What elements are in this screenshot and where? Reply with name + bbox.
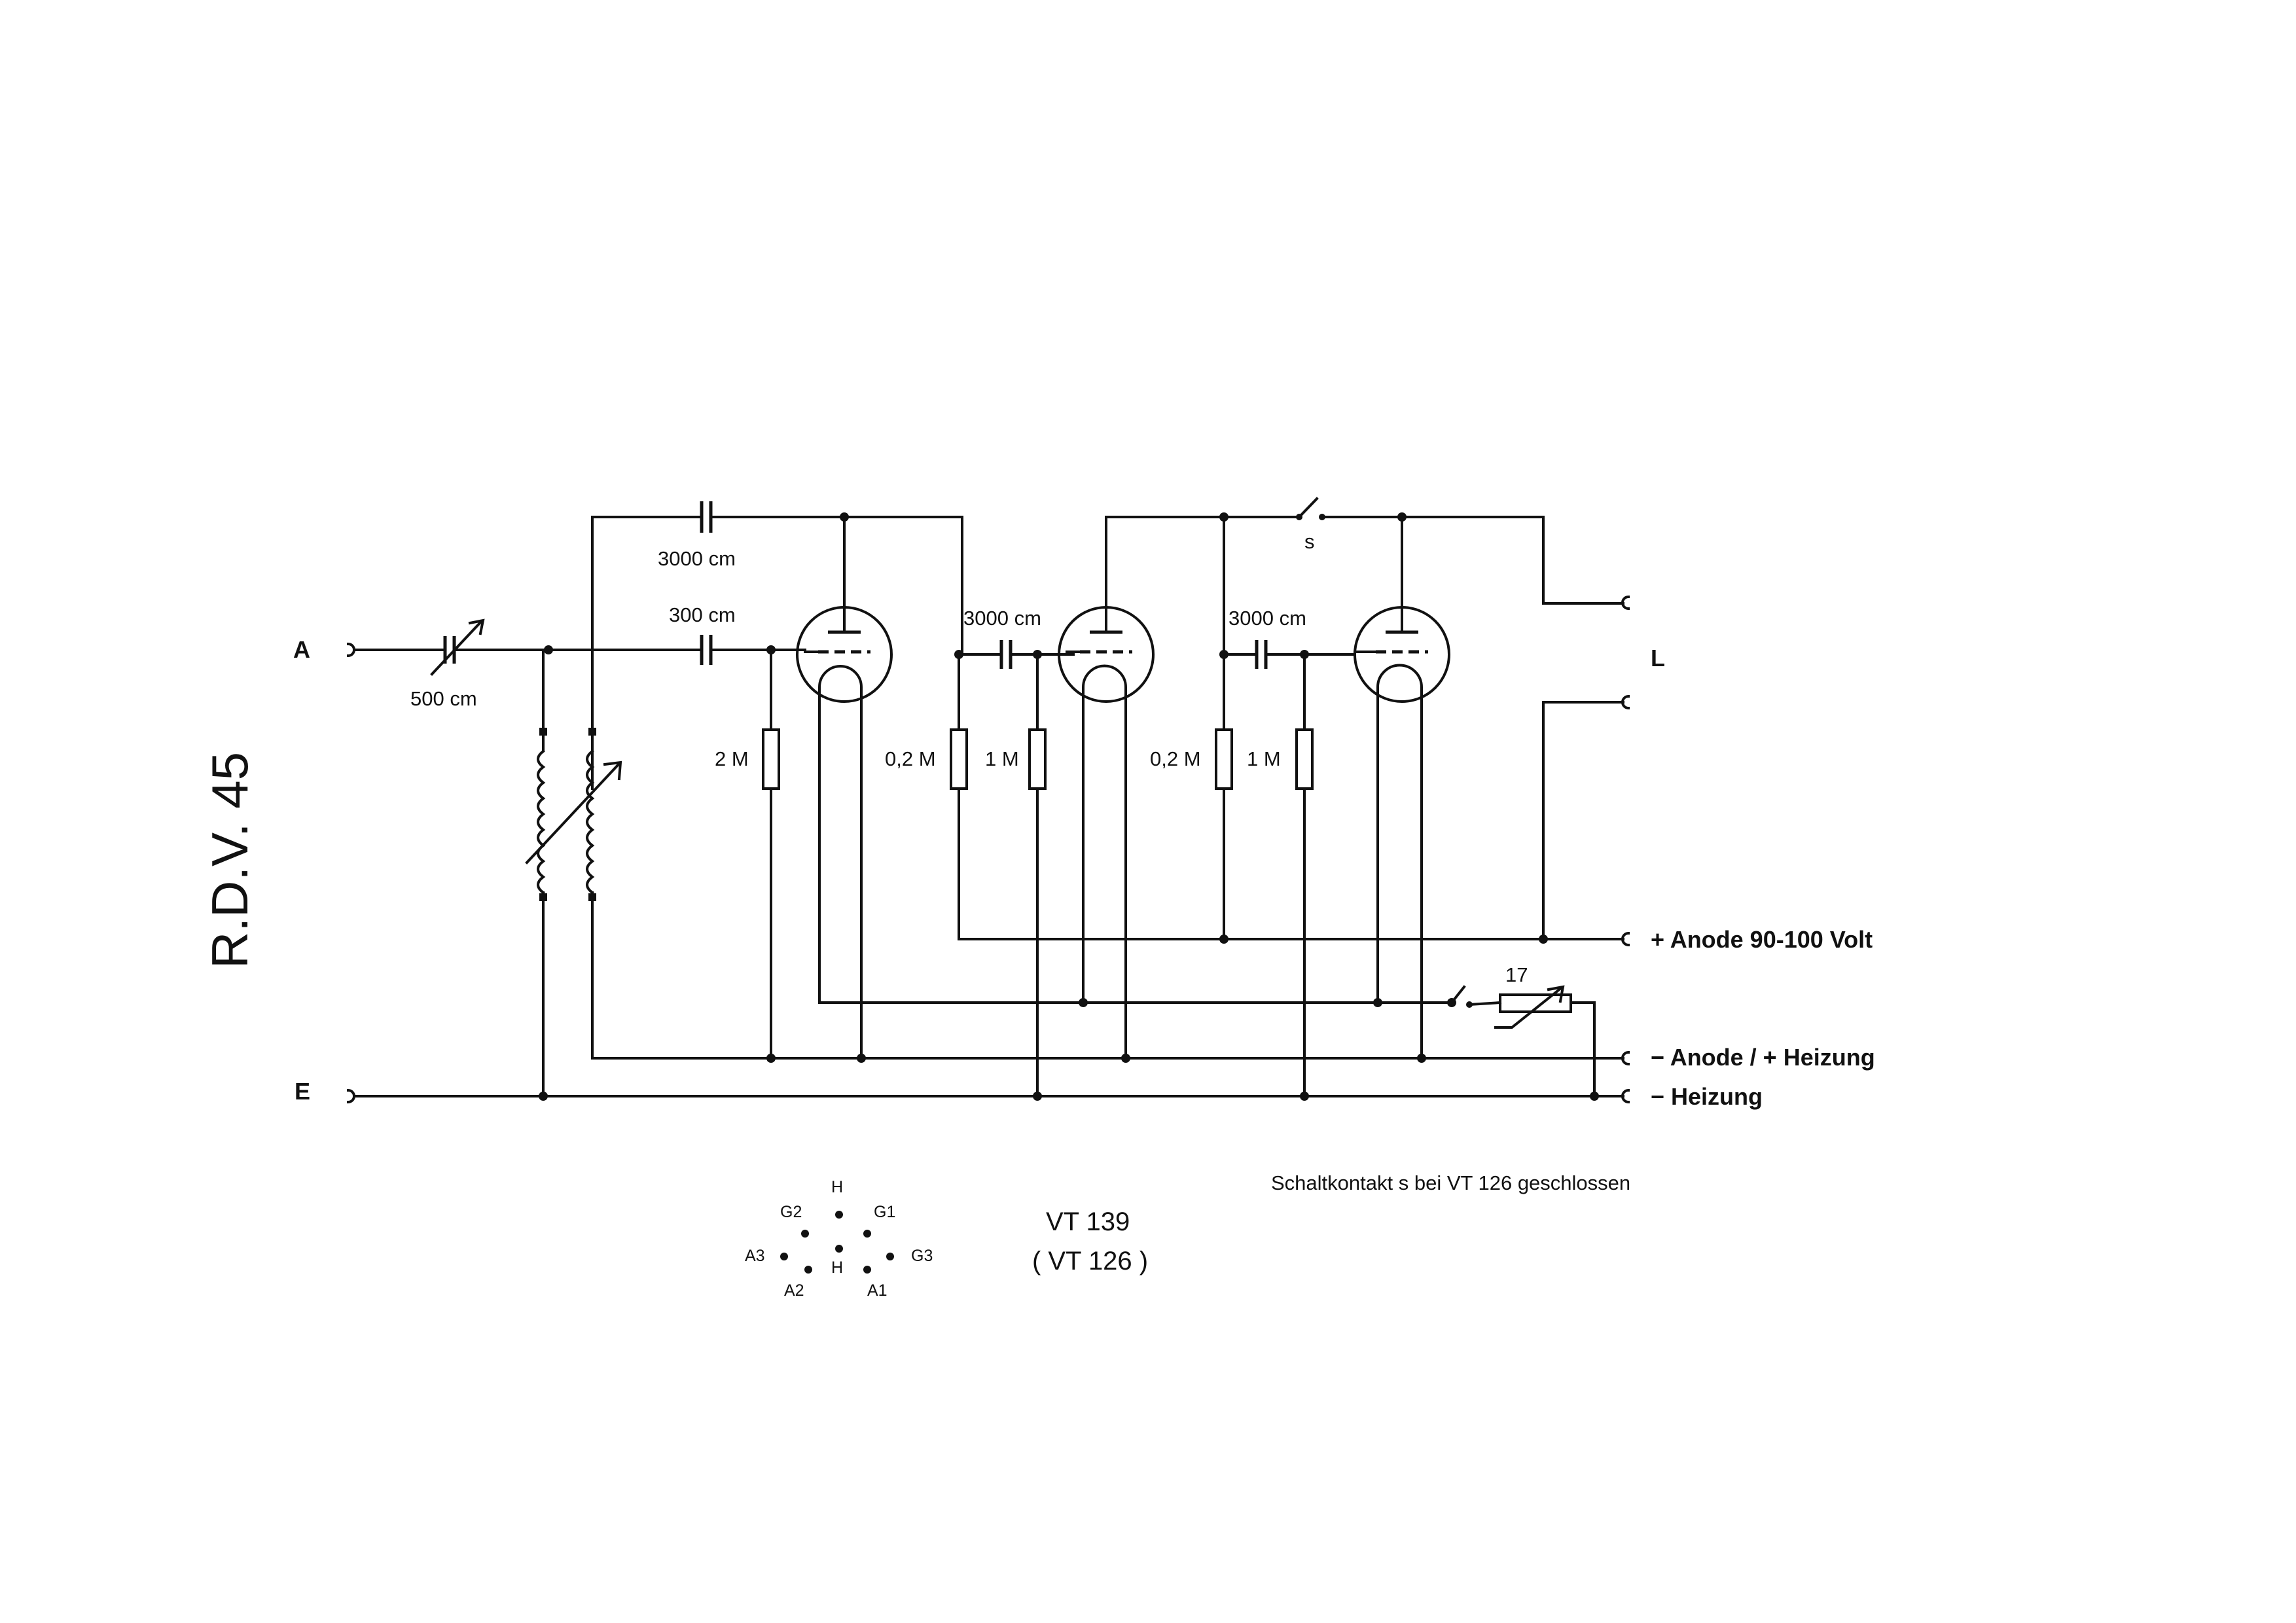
label-r-anode1: 0,2 M bbox=[885, 747, 936, 770]
capacitor-feedback bbox=[700, 501, 713, 533]
pin-label-a3: A3 bbox=[745, 1247, 765, 1265]
terminal-label-antenna: A bbox=[293, 636, 310, 663]
reaction-coil bbox=[525, 728, 622, 901]
tube-type-label: VT 139 bbox=[1046, 1207, 1130, 1236]
tube-type-alt-label: ( VT 126 ) bbox=[1032, 1247, 1148, 1275]
label-switch: s bbox=[1304, 530, 1315, 553]
pin-label-a2: A2 bbox=[784, 1281, 804, 1300]
label-rheostat: 17 bbox=[1505, 963, 1528, 986]
capacitor-couple2 bbox=[999, 640, 1013, 669]
filament-switch bbox=[1448, 985, 1473, 1008]
terminal-label-anode-plus: + Anode 90-100 Volt bbox=[1651, 926, 1873, 953]
label-r-grid3: 1 M bbox=[1247, 747, 1281, 770]
terminal-label-anode-minus-heat-plus: − Anode / + Heizung bbox=[1651, 1044, 1875, 1071]
tube-3 bbox=[1354, 606, 1450, 703]
pin-label-a1: A1 bbox=[867, 1281, 888, 1300]
resistors bbox=[762, 728, 1314, 790]
terminal-label-speaker: L bbox=[1651, 645, 1665, 671]
junction-dots bbox=[539, 512, 1599, 1101]
terminal-label-earth: E bbox=[295, 1078, 310, 1105]
pin-label-g2: G2 bbox=[780, 1203, 802, 1221]
pin-label-g3: G3 bbox=[911, 1247, 933, 1265]
capacitor-grid1 bbox=[700, 635, 713, 665]
label-c-feedback: 3000 cm bbox=[658, 547, 736, 570]
terminal-label-heat-minus: − Heizung bbox=[1651, 1083, 1763, 1110]
capacitor-couple3 bbox=[1255, 640, 1268, 669]
label-r-grid2: 1 M bbox=[985, 747, 1019, 770]
label-r-anode2: 0,2 M bbox=[1150, 747, 1201, 770]
switch-s bbox=[1296, 497, 1325, 520]
tube-1 bbox=[796, 606, 893, 703]
switch-note: Schaltkontakt s bei VT 126 geschlossen bbox=[1271, 1171, 1630, 1194]
pin-label-g1: G1 bbox=[874, 1203, 895, 1221]
pin-label-h-top: H bbox=[831, 1178, 843, 1196]
wiring bbox=[353, 516, 1624, 1098]
rheostat bbox=[1494, 985, 1572, 1029]
label-c-tune: 500 cm bbox=[410, 687, 477, 710]
pin-label-h-center: H bbox=[831, 1258, 843, 1277]
label-c-couple3: 3000 cm bbox=[1229, 607, 1306, 630]
label-c-grid1: 300 cm bbox=[669, 603, 736, 626]
antenna-coil bbox=[537, 728, 547, 901]
schematic-title: R.D.V. 45 bbox=[201, 752, 259, 969]
label-c-couple2: 3000 cm bbox=[963, 607, 1041, 630]
label-r-grid1: 2 M bbox=[715, 747, 749, 770]
variable-capacitor bbox=[430, 618, 485, 676]
tube-2 bbox=[1058, 606, 1155, 703]
tube-base-pins bbox=[780, 1211, 894, 1274]
